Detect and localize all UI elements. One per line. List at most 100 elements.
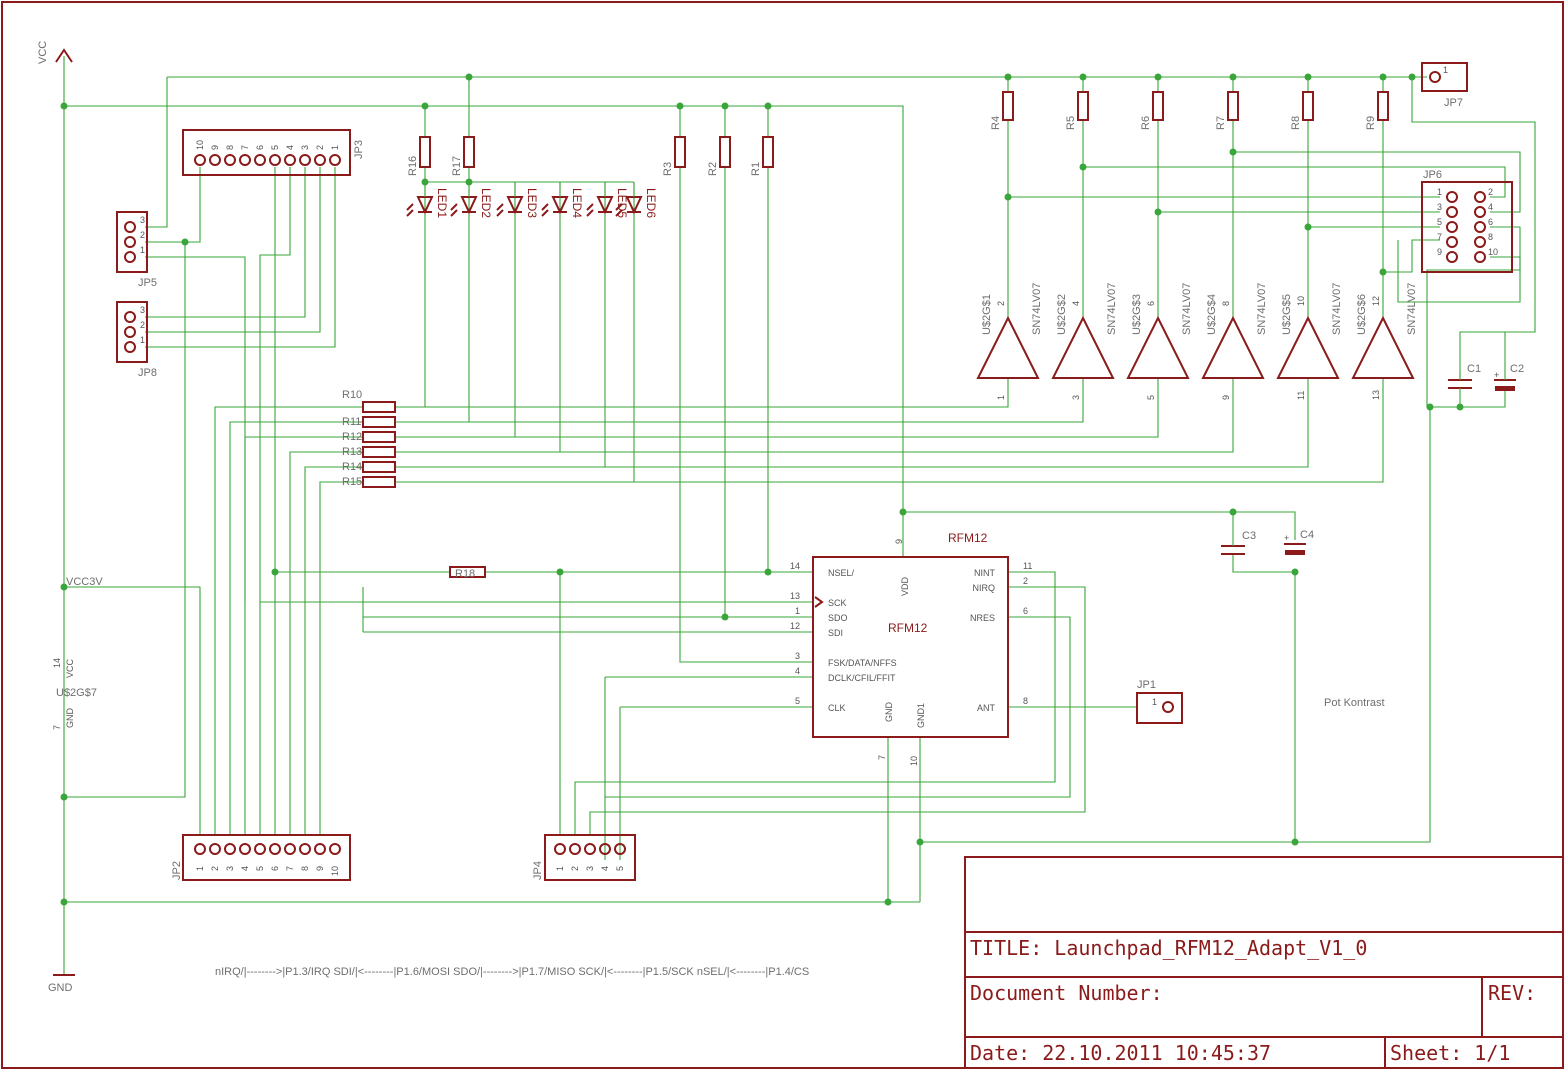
jp6-pin-label: 3 bbox=[1437, 202, 1442, 212]
jp2-pin-4 bbox=[239, 843, 251, 855]
svg-text:U$2G$6: U$2G$6 bbox=[1356, 294, 1368, 335]
jp3-pin-label: 6 bbox=[255, 145, 265, 150]
rfm12-pin-name: CLK bbox=[828, 703, 846, 713]
svg-text:GND: GND bbox=[65, 708, 75, 729]
rfm12-pin-number: 3 bbox=[795, 651, 800, 661]
svg-text:C2: C2 bbox=[1510, 363, 1524, 375]
resistor-label: R10 bbox=[342, 389, 362, 401]
rfm12-pin-name: SDI bbox=[828, 628, 843, 638]
rfm12-module: RFM12 RFM12 14NSEL/13SCK1SDO12SDI3FSK/DA… bbox=[790, 531, 1032, 766]
resistor-r3 bbox=[674, 136, 686, 168]
svg-text:JP5: JP5 bbox=[138, 277, 157, 289]
resistor-r13 bbox=[362, 446, 396, 458]
led-5: LED5 bbox=[586, 182, 629, 218]
resistor-r1 bbox=[762, 136, 774, 168]
resistor-r14 bbox=[362, 461, 396, 473]
jp3-pin-9 bbox=[209, 154, 221, 166]
svg-text:LED6: LED6 bbox=[644, 188, 658, 218]
svg-text:SN74LV07: SN74LV07 bbox=[1331, 283, 1343, 335]
resistor-r2 bbox=[719, 136, 731, 168]
jp6-pin-9 bbox=[1446, 251, 1458, 263]
jp2-pin-label: 9 bbox=[315, 866, 325, 871]
rfm12-pin-name: NSEL/ bbox=[828, 568, 855, 578]
jp2-pin-label: 5 bbox=[255, 866, 265, 871]
svg-text:7: 7 bbox=[877, 755, 887, 760]
jp4-pin-5 bbox=[614, 843, 626, 855]
svg-text:+: + bbox=[1284, 533, 1289, 543]
led-1: LED1 bbox=[406, 182, 449, 218]
pin-mapping-note: nIRQ/|-------->|P1.3/IRQ SDI/|<--------|… bbox=[215, 966, 809, 978]
svg-text:+: + bbox=[1494, 370, 1499, 380]
svg-text:SN74LV07: SN74LV07 bbox=[1181, 283, 1193, 335]
resistor-label: R6 bbox=[1140, 116, 1152, 130]
resistor-r15 bbox=[362, 476, 396, 488]
rfm12-pin-number: 1 bbox=[795, 606, 800, 616]
jp6-pin-label: 8 bbox=[1488, 232, 1493, 242]
jp6-pin-10 bbox=[1474, 251, 1486, 263]
svg-text:11: 11 bbox=[1296, 391, 1306, 400]
power-gate: 14 VCC U$2G$7 7 GND bbox=[52, 658, 97, 730]
jp3-pin-label: 4 bbox=[285, 145, 295, 150]
svg-text:2: 2 bbox=[996, 301, 1006, 306]
svg-text:12: 12 bbox=[1371, 296, 1381, 306]
jp2-pin-label: 6 bbox=[270, 866, 280, 871]
jp2-pin-3 bbox=[224, 843, 236, 855]
jp2-pin-label: 1 bbox=[195, 866, 205, 871]
svg-text:C4: C4 bbox=[1300, 529, 1314, 541]
jp2-pin-7 bbox=[284, 843, 296, 855]
rfm12-pin-name: NRES bbox=[970, 613, 995, 623]
svg-text:LED4: LED4 bbox=[570, 188, 584, 218]
jp3-pin-label: 7 bbox=[240, 145, 250, 150]
resistor-label: R1 bbox=[750, 162, 762, 176]
svg-text:1: 1 bbox=[140, 245, 145, 255]
jp3-pin-5 bbox=[269, 154, 281, 166]
svg-text:GND: GND bbox=[48, 982, 73, 994]
svg-text:1: 1 bbox=[140, 335, 145, 345]
resistor-label: R7 bbox=[1215, 116, 1227, 130]
rfm12-pin-number: 5 bbox=[795, 696, 800, 706]
rev-label: REV: bbox=[1488, 981, 1536, 1005]
svg-text:9: 9 bbox=[894, 539, 904, 544]
svg-text:U$2G$1: U$2G$1 bbox=[981, 294, 993, 335]
rfm12-pin-name: NIRQ bbox=[973, 583, 996, 593]
resistor-label: R12 bbox=[342, 431, 362, 443]
gnd-symbol: GND bbox=[48, 974, 75, 994]
svg-text:3: 3 bbox=[140, 305, 145, 315]
jp2-pin-label: 10 bbox=[330, 866, 340, 876]
title-text: TITLE: Launchpad_RFM12_Adapt_V1_0 bbox=[970, 936, 1367, 960]
svg-text:RFM12: RFM12 bbox=[948, 531, 988, 545]
svg-text:JP1: JP1 bbox=[1137, 679, 1156, 691]
vcc-symbol: VCC bbox=[37, 41, 73, 64]
jp2-pin-10 bbox=[329, 843, 341, 855]
svg-text:JP7: JP7 bbox=[1444, 97, 1463, 109]
svg-text:VCC: VCC bbox=[37, 41, 49, 64]
jp6-pin-7 bbox=[1446, 236, 1458, 248]
resistor-label: R16 bbox=[407, 156, 419, 176]
jp4-pin-label: 1 bbox=[555, 866, 565, 871]
resistor-r6 bbox=[1152, 91, 1164, 121]
rfm12-pin-number: 14 bbox=[790, 561, 800, 571]
jp6-pin-label: 1 bbox=[1437, 187, 1442, 197]
svg-text:C3: C3 bbox=[1242, 530, 1256, 542]
svg-text:9: 9 bbox=[1221, 395, 1231, 400]
resistor-label: R2 bbox=[707, 162, 719, 176]
svg-text:1: 1 bbox=[996, 395, 1006, 400]
svg-text:R18: R18 bbox=[455, 568, 475, 580]
svg-text:U$2G$3: U$2G$3 bbox=[1131, 294, 1143, 335]
capacitor-c3: C3 bbox=[1221, 527, 1256, 555]
jp2-pin-1 bbox=[194, 843, 206, 855]
jp6-pin-2 bbox=[1474, 191, 1486, 203]
resistor-r5 bbox=[1077, 91, 1089, 121]
vcc3v-label: VCC3V bbox=[66, 576, 103, 588]
resistor-label: R15 bbox=[342, 476, 362, 488]
jp2-pin-9 bbox=[314, 843, 326, 855]
pot-kontrast-label: Pot Kontrast bbox=[1324, 697, 1385, 709]
rfm12-pin-name: FSK/DATA/NFFS bbox=[828, 658, 897, 668]
jp2-pin-8 bbox=[299, 843, 311, 855]
svg-text:VDD: VDD bbox=[900, 576, 910, 596]
svg-text:7: 7 bbox=[52, 725, 62, 730]
resistor-label: R14 bbox=[342, 461, 362, 473]
